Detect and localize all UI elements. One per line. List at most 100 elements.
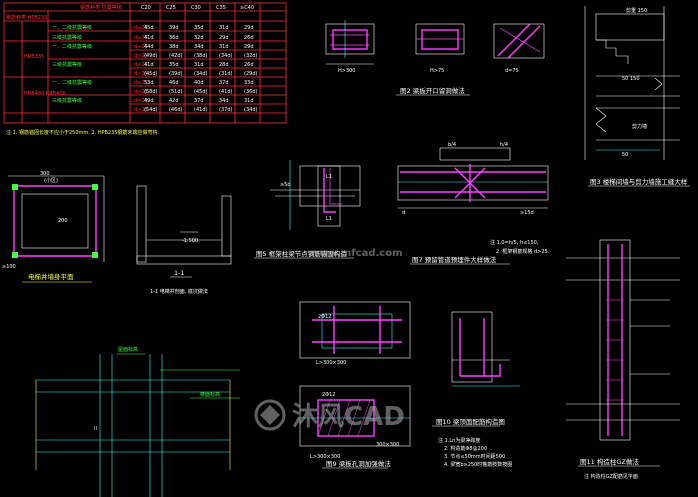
watermark: www.mfcad.com 沐风CAD — [254, 248, 405, 432]
fig11-note: 注 构造柱GZ配筋见平面 — [584, 473, 638, 480]
table-cell: 37d — [194, 98, 204, 104]
elevator-label-2: 200 — [58, 218, 68, 224]
anchorage-table: 钢筋种类 抗震等级 钢筋种类 HPB235 HRB335 HRB400 RRB4… — [3, 2, 287, 136]
table-cell: (58d) — [144, 89, 157, 95]
table-cell: 33d — [244, 80, 254, 86]
fig3-stair-wall: 剪重 150 50 150 剪力墙 50 图3 楼梯间墙与剪力墙施工缝大样 — [584, 6, 690, 187]
table-cell: 41d — [144, 62, 154, 68]
fig10-beam-top: 图10 梁顶面配筋构造图 注 1.Ln为梁净跨度 2. 构造筋Φ8@200 3.… — [432, 311, 520, 468]
table-cell: 29d — [219, 35, 229, 41]
table-cell: 29d — [244, 25, 254, 31]
fig7-note-1: 注 1.0=h/5, h≤150, — [490, 239, 539, 246]
table-diameter-cell: d≤25 — [134, 25, 148, 31]
svg-text:II: II — [94, 426, 97, 432]
fig10-note-2: 2. 构造筋Φ8@200 — [444, 445, 487, 452]
plan-legend-1: 屋面标高 — [118, 346, 138, 353]
fig2-dim-2: H>75 — [430, 68, 444, 74]
plan-legend-2: 楼面标高 — [200, 391, 220, 398]
fig5-label-3: ≥5d — [280, 182, 291, 188]
table-cell: (38d) — [194, 53, 207, 59]
fig2-dim-3: d=75 — [505, 68, 519, 74]
watermark-url: www.mfcad.com — [310, 248, 403, 259]
table-header-top: 钢筋种类 抗震等级 — [80, 4, 122, 11]
table-seismic-cell: 三级抗震等级 — [52, 61, 82, 68]
fig2-dim-1: H>300 — [338, 68, 356, 74]
table-cell: 40d — [194, 80, 204, 86]
col-c40: ≥C40 — [240, 5, 254, 11]
table-cell: (41d) — [219, 89, 232, 95]
table-cell: (32d) — [244, 53, 257, 59]
table-cell: 38d — [169, 44, 179, 50]
fig7-note-2: 2. 框架钢筋规格 d>25. — [496, 248, 550, 255]
fig5-label-2: L1 — [326, 216, 332, 222]
grade-hrb335: HRB335 — [24, 54, 44, 60]
fig7-label-1: b/4 — [448, 142, 456, 148]
table-cell: 35d — [169, 62, 179, 68]
fig3-label-4: 50 — [622, 152, 628, 158]
table-seismic-cell: 三级抗震等级 — [52, 97, 82, 104]
table-cell: (37d) — [219, 107, 232, 113]
table-cell: 46d — [169, 80, 179, 86]
table-cell: 28d — [219, 62, 229, 68]
table-cell: 49d — [144, 98, 154, 104]
elevator-label-4: (小区) — [44, 177, 58, 184]
table-seismic-cell: 一、二级抗震等级 — [52, 43, 92, 50]
fig7-label-3: ≥15d — [520, 210, 534, 216]
elevator-label-3: ≥100 — [2, 264, 16, 270]
elevator-title: 电梯井墙身平面 — [28, 272, 74, 281]
watermark-logo: 沐风CAD — [292, 402, 405, 432]
fig9-label-5: L>300×300 — [310, 454, 340, 460]
watermark-logo-icon — [254, 399, 286, 431]
fig5-label-1: L1 — [326, 174, 332, 180]
fig9-title: 图9 梁板孔洞加强做法 — [326, 459, 391, 468]
table-cell: 26d — [244, 35, 254, 41]
section11-title: 1-1 — [174, 269, 185, 277]
section-1-1: -1.500 1-1 1-1 电梯井剖面, 底坑做法 — [136, 185, 232, 295]
grade-hrb400: HRB400 RRB400 — [24, 91, 66, 97]
fig7-embedded-pipe: b/4 h/4 ≥15d d 注 1.0=h/5, h≤150, 2. 框架钢筋… — [397, 142, 550, 265]
table-diameter-cell: d≤25 — [134, 98, 148, 104]
table-cell: 36d — [169, 35, 179, 41]
elevator-label-1: 300 — [40, 171, 50, 177]
section11-note: 1-1 电梯井剖面, 底坑做法 — [150, 288, 208, 295]
table-diameter-cell: d≤25 — [134, 62, 148, 68]
table-cell: 34d — [194, 44, 204, 50]
table-cell: (39d) — [169, 71, 182, 77]
table-cell: 39d — [169, 25, 179, 31]
table-diameter-cell: d≤25 — [134, 80, 148, 86]
table-note: 注 1. 钢筋锚固长度不应小于250mm, 2. HPB235钢筋末端应做弯钩. — [6, 129, 160, 136]
fig5-beam-column: L1 L1 ≥5d 图5 框架柱梁节点钢筋锚固构造 — [254, 160, 361, 259]
table-cell: (42d) — [169, 53, 182, 59]
table-diameter-cell: d>25 — [134, 53, 148, 59]
table-cell: 32d — [194, 35, 204, 41]
table-cell: (41d) — [194, 107, 207, 113]
table-seismic-cell: 一、二级抗震等级 — [52, 24, 92, 31]
table-diameter-cell: d>25 — [134, 71, 148, 77]
table-cell: 31d — [244, 98, 254, 104]
table-cell: (31d) — [219, 71, 232, 77]
table-cell: 45d — [144, 25, 154, 31]
table-cell: 34d — [219, 98, 229, 104]
table-cell: (45d) — [144, 71, 157, 77]
fig10-note-3: 3. 节点≤50mm时间距500 — [444, 453, 505, 460]
table-diameter-cell: d≤25 — [134, 44, 148, 50]
table-cell: (34d) — [194, 71, 207, 77]
table-cell: 53d — [144, 80, 154, 86]
col-c35: C35 — [216, 5, 226, 11]
fig9-label-4: 300×300 — [376, 442, 399, 448]
table-cell: (34d) — [219, 53, 232, 59]
fig2-opening: H>300 H>75 d=75 图2 梁板开口留洞做法 — [325, 20, 545, 96]
fig2-title: 图2 梁板开口留洞做法 — [400, 86, 465, 95]
fig10-note-1: 注 1.Ln为梁净跨度 — [438, 437, 480, 444]
table-cell: 26d — [244, 62, 254, 68]
section11-elev: -1.500 — [182, 238, 198, 244]
fig9-label-3: 2Φ12 — [322, 392, 335, 398]
table-diameter-cell: d≤25 — [134, 35, 148, 41]
fig3-title: 图3 楼梯间墙与剪力墙施工缝大样 — [590, 177, 688, 186]
table-cell: (29d) — [244, 71, 257, 77]
fig7-title: 图7 预留管道预埋件大样做法 — [412, 255, 497, 264]
table-cell: 35d — [194, 25, 204, 31]
table-cell: (36d) — [244, 89, 257, 95]
